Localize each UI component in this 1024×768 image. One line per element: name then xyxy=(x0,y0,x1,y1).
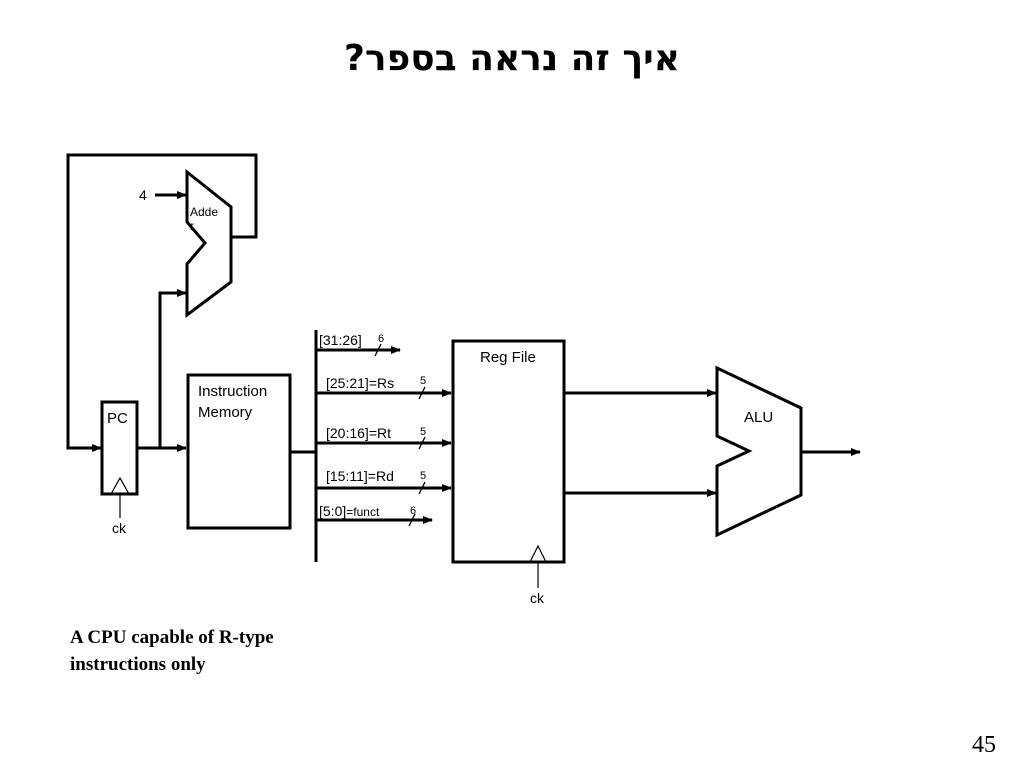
register-file-block xyxy=(451,339,566,564)
regfile-clock-label: ck xyxy=(530,590,545,606)
slide-title: איך זה נראה בספר? xyxy=(344,38,680,79)
field-width: 5 xyxy=(420,375,426,387)
pc-to-adder-wire xyxy=(158,289,187,448)
slash-mark xyxy=(418,436,426,450)
regfile-label: Reg File xyxy=(480,349,536,366)
slash-mark xyxy=(418,481,426,495)
slash-mark xyxy=(418,386,426,400)
field-width: 6 xyxy=(410,505,416,517)
regfile-clock-symbol xyxy=(529,544,547,563)
field-label: [25:21]=Rs xyxy=(326,375,394,391)
diagram-caption: A CPU capable of R-type instructions onl… xyxy=(70,627,274,675)
page-number: 45 xyxy=(972,732,996,758)
field-width: 5 xyxy=(420,470,426,482)
field-width: 5 xyxy=(420,426,426,438)
adder-input-label: 4 xyxy=(139,187,147,203)
pc-label: PC xyxy=(107,410,128,427)
field-label: [31:26] xyxy=(319,332,362,348)
slash-mark xyxy=(408,513,416,527)
field-label: [5:0]=funct xyxy=(319,503,380,519)
alu-block xyxy=(715,365,803,538)
imem-label-line1: Instruction xyxy=(198,383,267,400)
adder-block xyxy=(185,168,233,318)
adder-label-cont: r xyxy=(190,219,194,233)
imem-label-line2: Memory xyxy=(198,404,253,421)
field-label: [20:16]=Rt xyxy=(326,425,391,441)
field-width: 6 xyxy=(378,333,384,345)
slash-mark xyxy=(374,343,382,357)
pc-clock-label: ck xyxy=(112,520,127,536)
pc-clock-symbol xyxy=(110,476,130,495)
field-label: [15:11]=Rd xyxy=(326,468,394,484)
adder-label: Adde xyxy=(190,205,218,219)
instruction-memory-block xyxy=(186,373,292,530)
alu-label: ALU xyxy=(744,409,773,426)
